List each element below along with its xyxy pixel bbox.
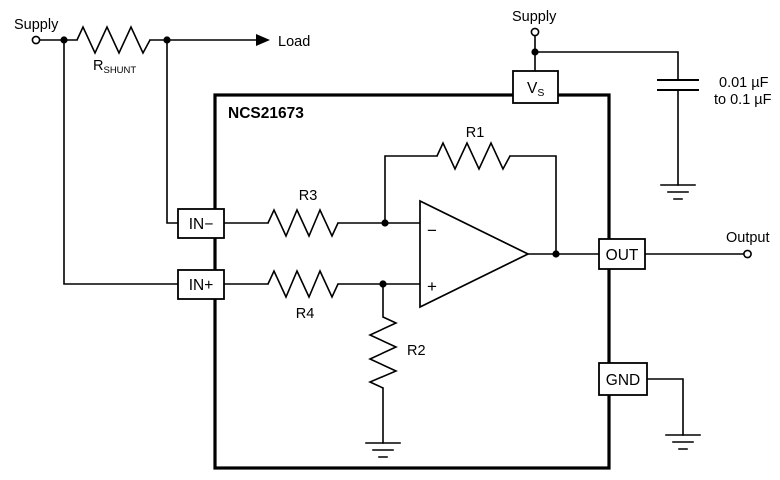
resistor-r3 — [267, 208, 339, 238]
rshunt-label-sub: SHUNT — [103, 65, 136, 76]
wire-gnd-pin-to-ground — [646, 378, 684, 436]
capacitor-value-line1: 0.01 µF — [719, 75, 769, 91]
pin-label-in-plus: IN+ — [189, 277, 214, 294]
resistor-r1 — [436, 141, 511, 171]
junction-dot — [381, 219, 389, 227]
ground-symbol-cap — [660, 184, 696, 200]
pin-box — [512, 70, 559, 104]
resistor-r4 — [267, 269, 339, 299]
pin-gnd: GND — [598, 362, 648, 396]
output-terminal — [743, 249, 752, 259]
wire-load-to-in-minus — [166, 39, 179, 224]
junction-dots — [60, 36, 560, 288]
junction-dot — [163, 36, 171, 44]
junction-dot — [552, 250, 560, 258]
junction-dot — [60, 36, 68, 44]
bypass-capacitor — [657, 79, 699, 91]
load-label: Load — [278, 34, 310, 50]
ground-symbol-r2 — [365, 442, 401, 458]
pin-label-gnd: GND — [606, 372, 640, 389]
opamp-inverting-sign: − — [427, 221, 437, 240]
pin-label-vs-base: V — [527, 80, 538, 97]
junction-dot — [379, 280, 387, 288]
opamp-triangle — [419, 199, 530, 309]
pin-box — [598, 362, 648, 396]
wire-feedback-r1 — [384, 155, 557, 255]
pin-vs: VS — [512, 70, 559, 104]
supply-top-terminal — [530, 27, 540, 37]
rshunt-label-base: R — [93, 58, 103, 74]
output-label: Output — [726, 230, 770, 246]
supply-top-label: Supply — [512, 9, 557, 25]
pin-label-in-minus: IN− — [189, 216, 214, 233]
r2-label: R2 — [407, 343, 426, 359]
pin-label-vs: VS — [527, 80, 544, 99]
r3-label: R3 — [299, 188, 318, 204]
wire-supply-to-in-plus — [63, 39, 179, 285]
pin-out: OUT — [598, 238, 646, 270]
junction-dot — [531, 48, 539, 56]
rshunt-label: RSHUNT — [93, 58, 136, 76]
pin-box — [177, 208, 225, 239]
supply-left-terminal — [31, 35, 41, 45]
r1-label: R1 — [466, 125, 485, 141]
ground-symbol-gnd-pin — [665, 434, 701, 450]
pin-box — [177, 269, 225, 300]
wires — [38, 34, 745, 444]
resistor-r2 — [368, 316, 398, 389]
opamp-noninverting-sign: + — [427, 277, 437, 296]
pin-box — [598, 238, 646, 270]
r4-label: R4 — [296, 306, 315, 322]
capacitor-value-line2: to 0.1 µF — [714, 92, 772, 108]
pin-in-plus: IN+ — [177, 269, 225, 300]
ic-boundary-box — [213, 93, 611, 470]
pin-label-vs-sub: S — [537, 87, 544, 99]
part-number-label: NCS21673 — [228, 105, 304, 122]
supply-left-label: Supply — [14, 17, 59, 33]
resistor-rshunt — [76, 25, 151, 55]
pin-in-minus: IN− — [177, 208, 225, 239]
load-arrow-icon — [256, 34, 270, 46]
pin-label-out: OUT — [606, 247, 639, 264]
